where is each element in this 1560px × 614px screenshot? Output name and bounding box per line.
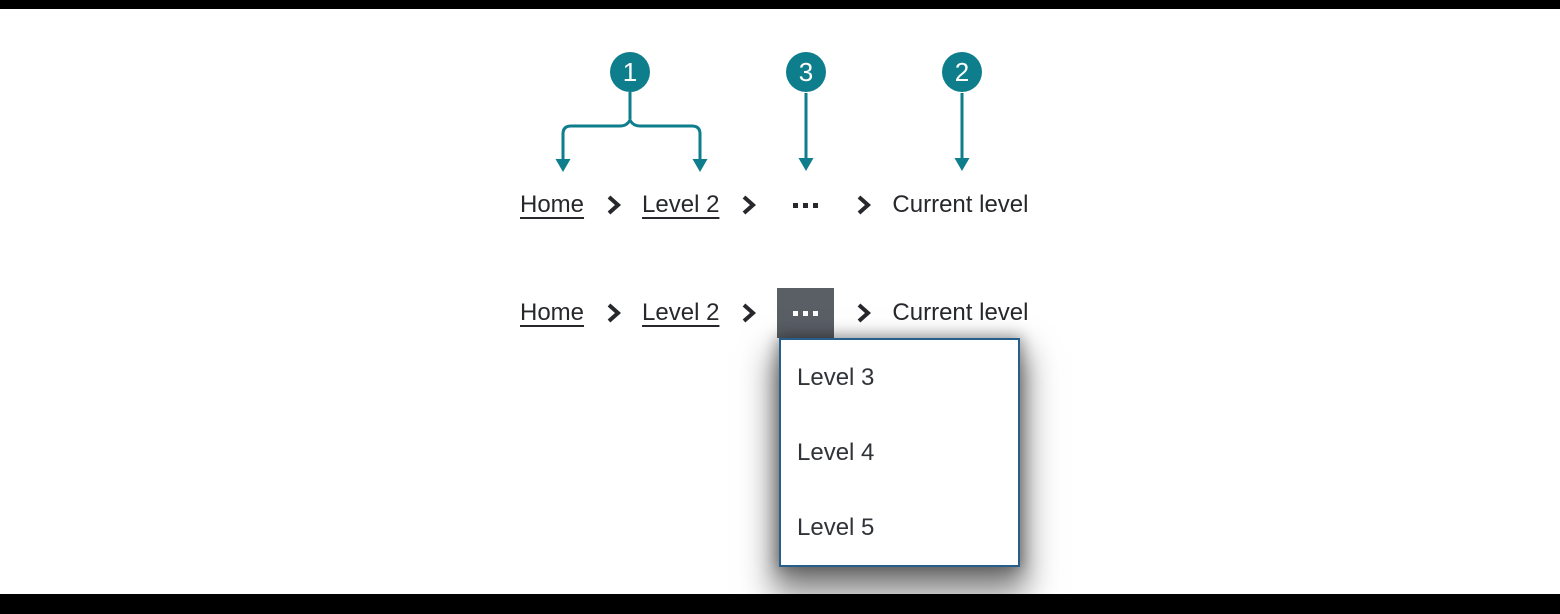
- breadcrumb-overflow-ellipsis-button-active[interactable]: [777, 288, 835, 338]
- chevron-right-icon: [740, 302, 757, 324]
- top-edge-bar: [0, 0, 1560, 9]
- ellipsis-icon: [793, 310, 819, 316]
- chevron-right-icon: [855, 194, 872, 216]
- chevron-right-icon: [740, 194, 757, 216]
- breadcrumb-link-level2[interactable]: Level 2: [642, 299, 720, 326]
- breadcrumb-default: Home Level 2 Current level: [520, 189, 1028, 221]
- ellipsis-icon: [793, 202, 819, 208]
- chevron-right-icon: [605, 194, 622, 216]
- menu-item-level4[interactable]: Level 4: [797, 438, 875, 466]
- menu-item-level3[interactable]: Level 3: [797, 363, 875, 391]
- breadcrumb-link-level2[interactable]: Level 2: [642, 191, 720, 218]
- callout-1-badge: 1: [610, 52, 650, 92]
- breadcrumb-link-home[interactable]: Home: [520, 299, 585, 326]
- breadcrumb-link-home[interactable]: Home: [520, 191, 585, 218]
- breadcrumb-current-level: Current level: [892, 299, 1029, 326]
- callout-3-badge: 3: [786, 52, 826, 92]
- breadcrumb-current-level: Current level: [892, 191, 1029, 218]
- breadcrumb-overflow-ellipsis-button[interactable]: [777, 189, 834, 221]
- callout-2-badge: 2: [942, 52, 982, 92]
- chevron-right-icon: [605, 302, 622, 324]
- chevron-right-icon: [855, 302, 872, 324]
- breadcrumb-expanded: Home Level 2 Current level: [520, 288, 1028, 338]
- menu-item-level5[interactable]: Level 5: [797, 513, 875, 541]
- bottom-edge-bar: [0, 594, 1560, 614]
- breadcrumb-overflow-menu: Level 3 Level 4 Level 5: [779, 338, 1020, 567]
